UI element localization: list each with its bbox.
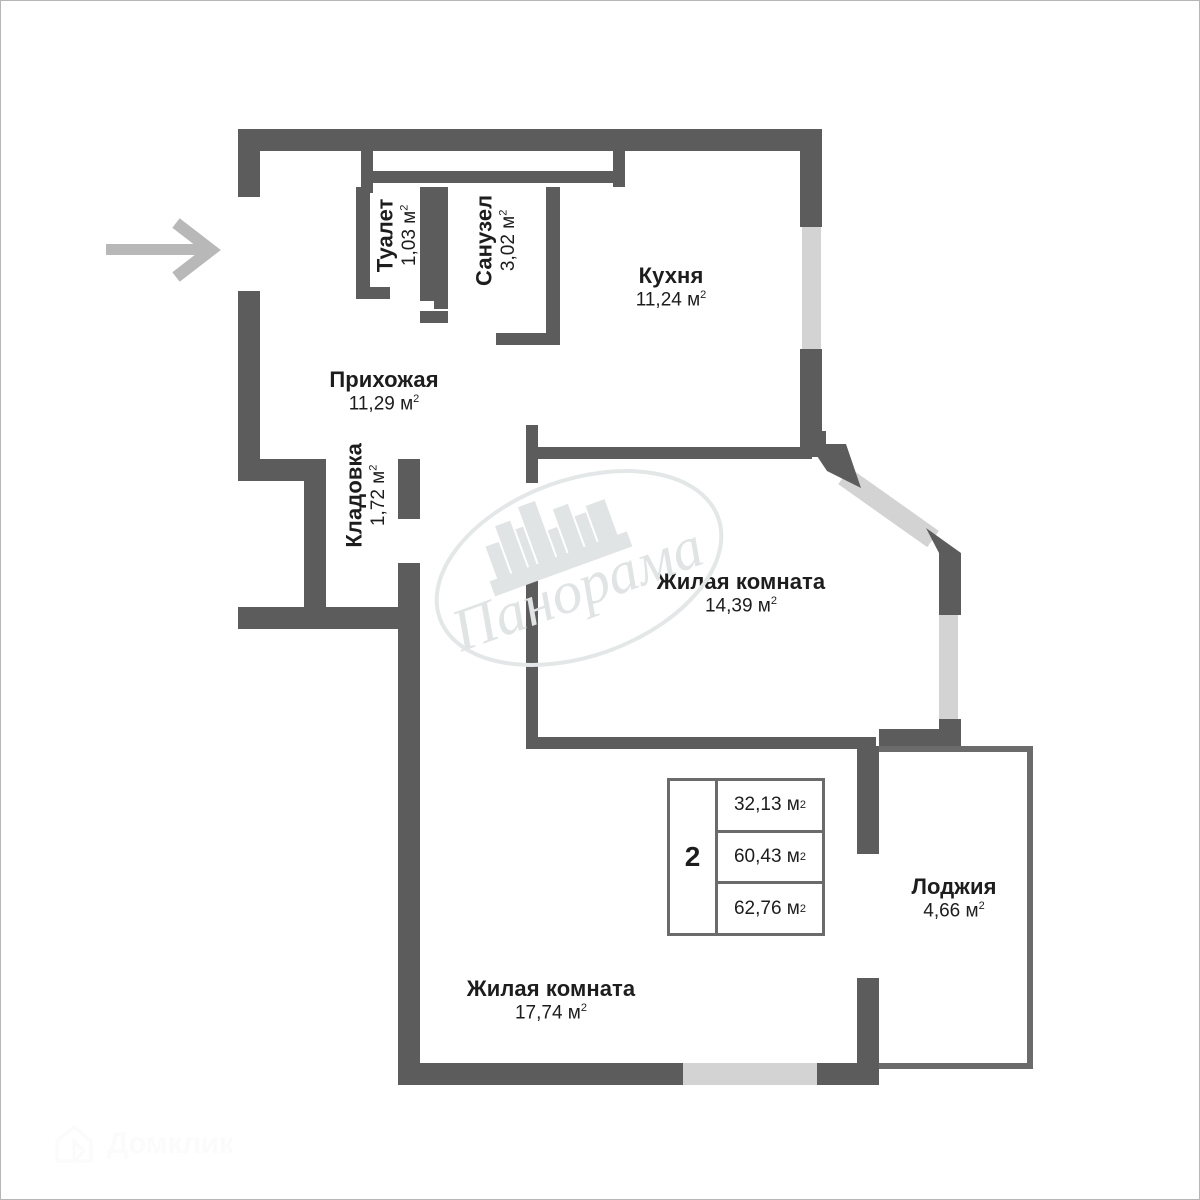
total-with-loggia-sup: 2 (799, 902, 806, 915)
living-area-sup: 2 (799, 799, 806, 812)
total-area-value: 60,43 м (733, 846, 800, 867)
loggia-walls (879, 746, 1033, 1069)
total-area-sup: 2 (799, 851, 806, 863)
interior-walls (356, 151, 876, 749)
entrance-arrow-icon (106, 218, 221, 282)
total-with-loggia-value: 62,76 м (733, 897, 800, 919)
living-area-value: 32,13 м (733, 794, 800, 816)
bevel-walls (809, 444, 961, 751)
windows (683, 227, 958, 1085)
rooms-count-cell: 2 (670, 781, 718, 933)
exterior-walls (238, 129, 879, 1085)
